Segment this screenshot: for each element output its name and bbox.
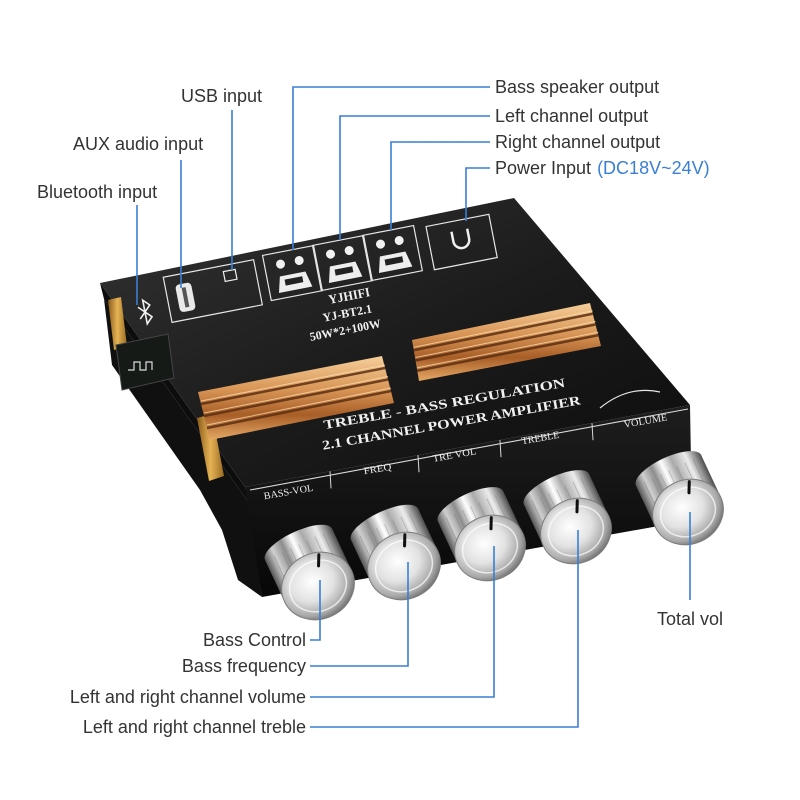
- leader-bass-speaker-output: [292, 86, 490, 250]
- terminal-slot: [334, 266, 354, 276]
- side-connector-pins: [197, 414, 224, 481]
- knob-pointer: [575, 499, 579, 514]
- terminal-screw: [344, 246, 354, 256]
- heatsink-fin-highlights: [413, 310, 599, 369]
- panel-label-freq: FREQ: [363, 462, 393, 478]
- leader-power-input: [465, 167, 490, 221]
- bluetooth-module-pins: [108, 297, 127, 350]
- label-usb-input: USB input: [181, 86, 262, 106]
- heatsink-fin-highlights: [200, 364, 392, 426]
- label-total-vol: Total vol: [657, 609, 723, 629]
- label-aux-audio-input: AUX audio input: [73, 134, 203, 154]
- total-volume-knob: [635, 451, 724, 546]
- label-bass-speaker-output: Bass speaker output: [495, 77, 659, 97]
- terminal-screw: [276, 259, 286, 269]
- terminal-screw: [326, 249, 336, 259]
- leader-right-channel-output: [390, 141, 490, 230]
- bass-frequency-knob: [350, 504, 441, 601]
- label-left-channel-output: Left channel output: [495, 106, 648, 126]
- bass-speaker-terminal: [261, 244, 324, 302]
- terminal-slot: [384, 256, 404, 266]
- leader-left-channel-output: [339, 115, 490, 240]
- power-input-text: Power Input: [495, 158, 591, 178]
- knob-pointer: [489, 516, 493, 531]
- label-lr-channel-volume: Left and right channel volume: [70, 687, 306, 707]
- power-jack-outline: [425, 213, 498, 271]
- terminal-outline: [311, 234, 374, 292]
- label-lr-channel-treble: Left and right channel treble: [83, 717, 306, 737]
- power-input-spec: (DC18V~24V): [597, 158, 710, 178]
- knob-face-ring: [288, 559, 348, 613]
- power-jack-icon: [450, 228, 471, 250]
- knob-face-ring: [374, 539, 434, 593]
- usb-aux-outline: [162, 258, 264, 324]
- terminal-slot: [284, 276, 304, 286]
- leader-bass-control: [310, 580, 321, 641]
- aux-jack-slot: [181, 287, 190, 308]
- leader-lr-channel-treble: [310, 530, 579, 728]
- bluetooth-section: [137, 298, 154, 326]
- bluetooth-icon: [137, 298, 154, 326]
- knob-face-ring: [461, 522, 519, 574]
- knob-face-ring: [659, 486, 717, 538]
- usb-aux-section: [162, 258, 264, 324]
- knob-face-ring: [547, 505, 605, 557]
- knob-pointer: [687, 480, 691, 495]
- lr-volume-knob: [437, 487, 526, 582]
- terminal-outline: [261, 244, 324, 302]
- label-bass-control: Bass Control: [203, 630, 306, 650]
- knob-pointer: [403, 533, 407, 548]
- heatsink-fins: [200, 366, 392, 430]
- terminal-outline: [361, 224, 424, 282]
- front-panel-dividers: [329, 423, 594, 489]
- terminal-screw: [376, 239, 386, 249]
- label-power-input: Power Input (DC18V~24V): [495, 158, 710, 178]
- label-bluetooth-input: Bluetooth input: [37, 182, 157, 202]
- right-channel-terminal: [361, 224, 424, 282]
- leader-lr-channel-volume: [310, 546, 495, 698]
- label-right-channel-output: Right channel output: [495, 132, 660, 152]
- volume-scale-arc: [599, 389, 661, 409]
- left-heatsink: [198, 356, 394, 440]
- bass-control-knob: [264, 524, 355, 621]
- label-bass-frequency: Bass frequency: [182, 656, 306, 676]
- knob-pointer: [317, 553, 321, 568]
- bluetooth-module: [115, 333, 175, 391]
- right-heatsink: [412, 303, 601, 381]
- lr-treble-knob: [523, 470, 612, 565]
- bluetooth-antenna-trace: [128, 361, 153, 371]
- terminal-screw: [394, 236, 404, 246]
- leader-bass-frequency: [310, 562, 409, 667]
- front-panel-top-line: [249, 408, 689, 491]
- usb-port: [222, 268, 238, 283]
- power-jack-section: [425, 213, 498, 271]
- heatsink-fins: [413, 312, 599, 372]
- left-channel-terminal: [311, 234, 374, 292]
- terminal-screw: [294, 256, 304, 266]
